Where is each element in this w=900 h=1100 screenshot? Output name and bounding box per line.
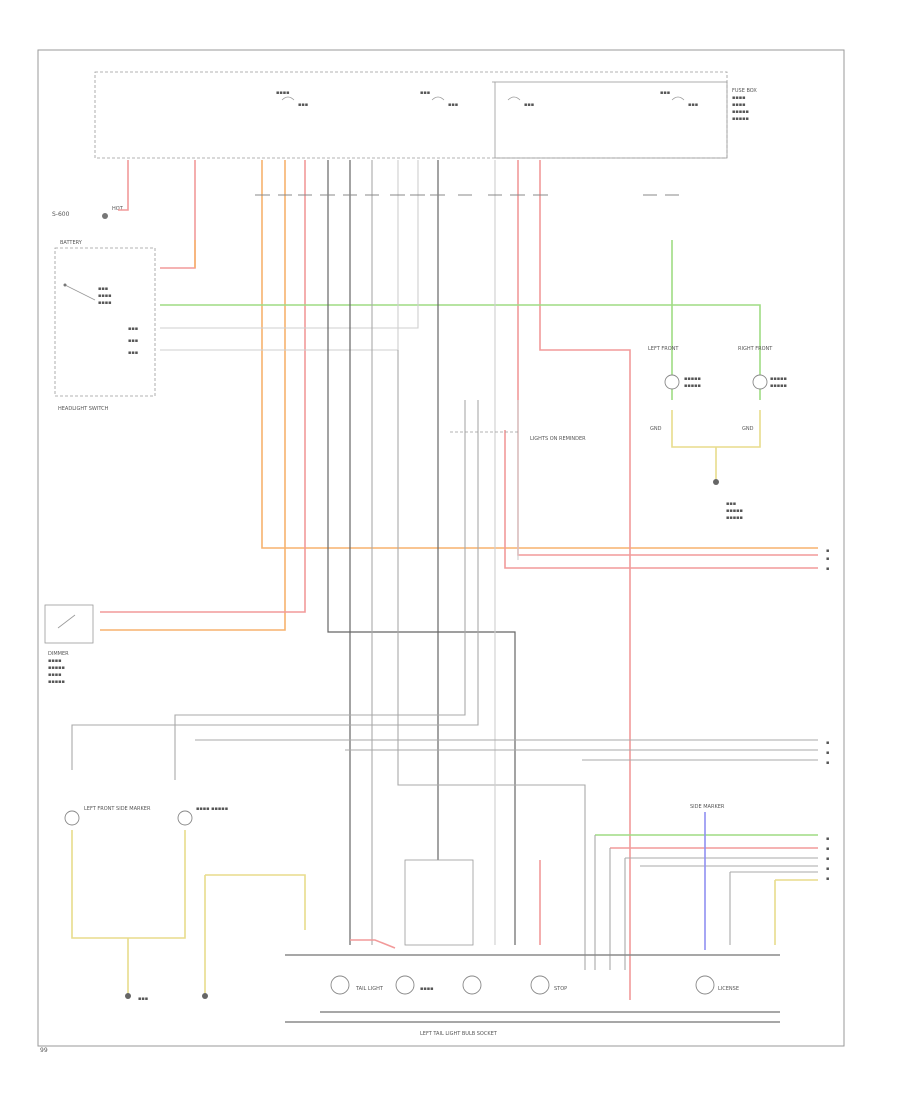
svg-text:▪▪▪▪▪: ▪▪▪▪▪ (732, 109, 749, 115)
svg-text:HEADLIGHT SWITCH: HEADLIGHT SWITCH (58, 406, 109, 412)
svg-text:▪▪▪: ▪▪▪ (128, 338, 138, 344)
svg-text:RIGHT FRONT: RIGHT FRONT (738, 346, 773, 352)
svg-text:DIMMER: DIMMER (48, 651, 69, 657)
svg-text:▪▪▪: ▪▪▪ (420, 90, 430, 96)
svg-text:▪: ▪ (826, 856, 829, 862)
svg-text:▪: ▪ (826, 876, 829, 882)
svg-text:▪▪▪▪▪: ▪▪▪▪▪ (726, 508, 743, 514)
svg-text:▪▪▪▪▪: ▪▪▪▪▪ (48, 665, 65, 671)
battery-source: S-600 HOT (52, 206, 124, 219)
svg-text:▪: ▪ (826, 866, 829, 872)
svg-text:▪▪▪: ▪▪▪ (98, 286, 108, 292)
svg-text:▪▪▪▪▪: ▪▪▪▪▪ (684, 376, 701, 382)
svg-text:▪▪▪▪▪: ▪▪▪▪▪ (732, 116, 749, 122)
headlight-switch: BATTERY HEADLIGHT SWITCH ▪▪▪ ▪▪▪▪ ▪▪▪▪ ▪… (54, 240, 156, 412)
svg-text:GND: GND (650, 426, 662, 432)
svg-text:▪▪▪▪: ▪▪▪▪ (276, 90, 290, 96)
svg-text:▪▪▪: ▪▪▪ (298, 102, 308, 108)
page-tag: 99 (40, 1047, 48, 1054)
svg-text:▪: ▪ (826, 556, 829, 562)
svg-text:▪: ▪ (826, 548, 829, 554)
svg-text:▪: ▪ (826, 836, 829, 842)
svg-text:▪▪▪▪▪: ▪▪▪▪▪ (726, 515, 743, 521)
svg-text:▪▪▪▪: ▪▪▪▪ (420, 986, 434, 992)
svg-text:▪▪▪: ▪▪▪ (128, 350, 138, 356)
svg-text:▪▪▪▪▪: ▪▪▪▪▪ (684, 383, 701, 389)
svg-text:▪: ▪ (826, 846, 829, 852)
dimmer-switch: DIMMER ▪▪▪▪ ▪▪▪▪▪ ▪▪▪▪ ▪▪▪▪▪ (44, 604, 94, 685)
svg-text:▪▪▪▪: ▪▪▪▪ (48, 672, 62, 678)
fuse-box: FUSE BOX ▪▪▪▪ ▪▪▪▪ ▪▪▪▪▪ ▪▪▪▪▪ ▪▪▪▪▪▪▪ ▪… (94, 71, 757, 159)
svg-text:TAIL LIGHT: TAIL LIGHT (355, 986, 384, 992)
svg-text:GND: GND (742, 426, 754, 432)
svg-text:▪▪▪: ▪▪▪ (138, 996, 148, 1002)
svg-text:▪: ▪ (826, 750, 829, 756)
left-side-marker-lamps: LEFT FRONT SIDE MARKER ▪▪▪▪ ▪▪▪▪▪ ▪▪▪ (64, 806, 306, 1002)
svg-text:▪▪▪▪: ▪▪▪▪ (98, 300, 112, 306)
svg-text:HOT: HOT (112, 206, 124, 212)
svg-text:▪▪▪: ▪▪▪ (128, 326, 138, 332)
svg-text:LIGHTS ON REMINDER: LIGHTS ON REMINDER (530, 436, 586, 442)
svg-text:▪: ▪ (826, 740, 829, 746)
svg-text:▪▪▪▪▪: ▪▪▪▪▪ (770, 383, 787, 389)
front-parking-lamps: LEFT FRONT RIGHT FRONT ▪▪▪▪▪ ▪▪▪▪▪ ▪▪▪▪▪… (648, 346, 787, 521)
svg-text:FUSE BOX: FUSE BOX (732, 88, 757, 94)
svg-text:▪▪▪: ▪▪▪ (448, 102, 458, 108)
right-edge-markers: ▪ ▪ ▪ ▪ ▪ ▪ ▪ ▪ ▪ ▪ ▪ (826, 548, 829, 882)
svg-text:LEFT TAIL LIGHT BULB SOCKET: LEFT TAIL LIGHT BULB SOCKET (420, 1031, 498, 1037)
svg-text:SIDE MARKER: SIDE MARKER (690, 804, 725, 810)
svg-text:▪▪▪▪: ▪▪▪▪ (732, 102, 746, 108)
svg-text:▪▪▪: ▪▪▪ (688, 102, 698, 108)
svg-text:LEFT FRONT SIDE MARKER: LEFT FRONT SIDE MARKER (84, 806, 151, 812)
svg-text:BATTERY: BATTERY (60, 240, 83, 246)
svg-text:▪▪▪: ▪▪▪ (524, 102, 534, 108)
svg-text:LEFT FRONT: LEFT FRONT (648, 346, 679, 352)
svg-text:S-600: S-600 (52, 211, 70, 218)
taillight-bulb-socket: TAIL LIGHT ▪▪▪▪ STOP LICENSE SIDE MARKER… (285, 804, 780, 1037)
svg-text:▪▪▪▪▪: ▪▪▪▪▪ (48, 679, 65, 685)
svg-text:▪▪▪▪▪: ▪▪▪▪▪ (770, 376, 787, 382)
svg-text:LICENSE: LICENSE (718, 986, 739, 992)
svg-text:▪▪▪▪ ▪▪▪▪▪: ▪▪▪▪ ▪▪▪▪▪ (196, 806, 228, 812)
lights-on-reminder: LIGHTS ON REMINDER (450, 431, 586, 442)
diagram-frame (37, 49, 845, 1047)
svg-text:▪▪▪: ▪▪▪ (726, 501, 736, 507)
svg-text:▪: ▪ (826, 566, 829, 572)
svg-text:▪: ▪ (826, 760, 829, 766)
svg-text:▪▪▪▪: ▪▪▪▪ (732, 95, 746, 101)
svg-text:▪▪▪▪: ▪▪▪▪ (48, 658, 62, 664)
svg-text:▪▪▪: ▪▪▪ (660, 90, 670, 96)
svg-text:STOP: STOP (554, 986, 567, 992)
fuse-symbol: ▪▪▪▪▪▪▪ ▪▪▪▪▪▪ ▪▪▪ ▪▪▪▪▪▪ (276, 90, 698, 108)
svg-text:▪▪▪▪: ▪▪▪▪ (98, 293, 112, 299)
